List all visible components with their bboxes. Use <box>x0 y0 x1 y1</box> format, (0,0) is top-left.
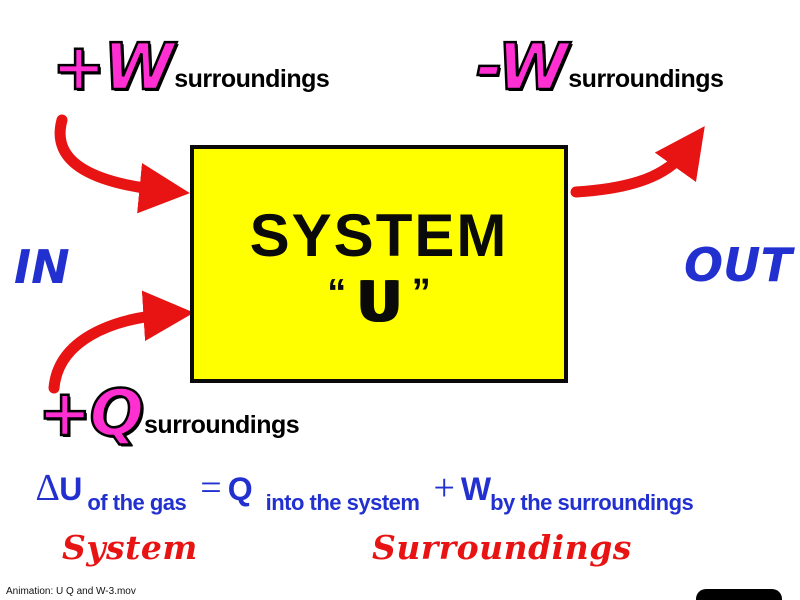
work-out-label: -W <box>475 31 570 105</box>
equation-q: Q <box>227 471 253 507</box>
equation-u-subscript: of the gas <box>87 490 187 515</box>
open-quote: “ <box>327 271 347 314</box>
out-label: OUT <box>684 238 792 292</box>
work-in-arrow <box>54 114 190 214</box>
internal-energy-line: “ U ” <box>327 271 431 331</box>
equation-w: W <box>460 471 491 507</box>
heat-in-label: +Q <box>37 377 146 451</box>
in-label: IN <box>14 240 70 294</box>
system-box: SYSTEM “ U ” <box>190 145 568 383</box>
work-out-group: -W surroundings <box>475 31 724 105</box>
equation-w-subscript: by the surroundings <box>490 490 694 515</box>
surroundings-red-label: Surroundings <box>372 528 632 567</box>
animation-caption-link[interactable]: Animation: U Q and W-3.mov <box>6 586 136 597</box>
heat-in-group: +Q surroundings <box>37 377 300 451</box>
delta-symbol: ∆ <box>36 467 60 509</box>
work-in-label: +W <box>51 31 176 105</box>
heat-in-subscript: surroundings <box>144 410 300 439</box>
close-quote: ” <box>411 271 431 314</box>
work-out-subscript: surroundings <box>568 64 724 93</box>
work-in-subscript: surroundings <box>174 64 330 93</box>
plus-sign: + <box>433 467 455 509</box>
media-control-bar <box>696 589 782 600</box>
equation-q-subscript: into the system <box>265 490 420 515</box>
equals-sign: = <box>200 467 222 509</box>
equation-u: U <box>59 471 82 507</box>
system-red-label: System <box>62 528 198 567</box>
first-law-equation: ∆ U of the gas = Q into the system + W b… <box>36 466 694 515</box>
system-title: SYSTEM <box>249 201 509 269</box>
work-out-arrow <box>570 126 705 198</box>
internal-energy-symbol: U <box>356 269 402 335</box>
work-in-group: +W surroundings <box>51 31 330 105</box>
